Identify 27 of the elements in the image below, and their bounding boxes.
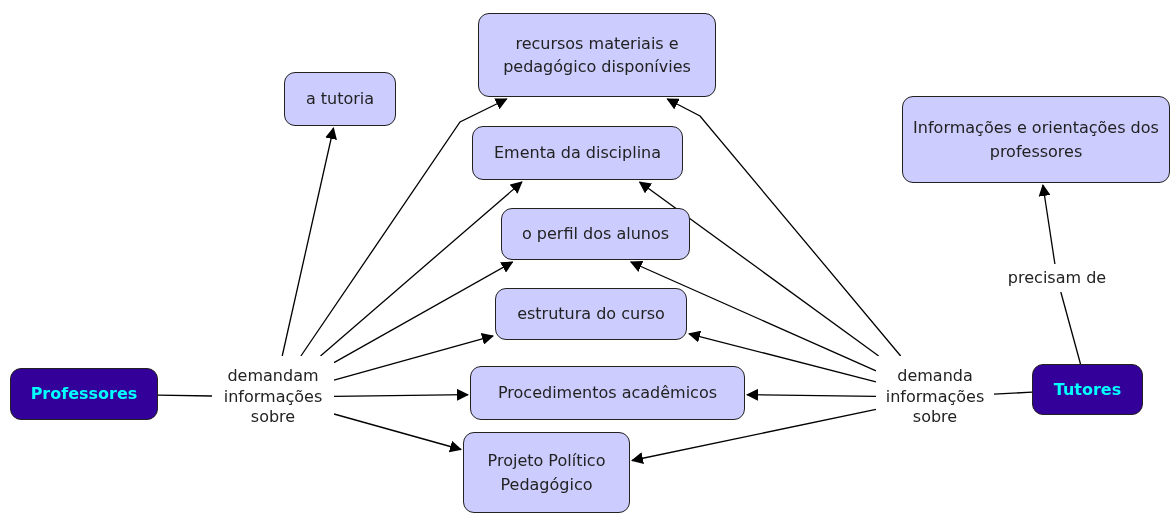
arrow [666,98,902,357]
arrow [319,181,523,357]
arrow [688,330,877,383]
concept-box: estrutura do curso [495,288,687,340]
connector-line [157,394,213,397]
arrow [333,388,469,401]
arrow [746,388,877,401]
arrow [1038,184,1056,265]
concept-box: a tutoria [284,72,396,126]
concept-box: Procedimentos acadêmicos [470,366,745,420]
connector-line [1060,291,1082,365]
arrow [281,127,337,357]
arrow [333,261,514,364]
concept-box: recursos materiais e pedagógico disponívies [478,13,716,97]
concept-box: Professores [10,368,158,420]
arrow [333,333,494,381]
connector-line [993,391,1033,395]
arrow [638,181,880,357]
concept-box: Informações e orientações dos professores [902,96,1170,183]
arrow [631,408,877,465]
arrow [629,261,877,372]
concept-box: Projeto Político Pedagógico [463,432,630,513]
arrow [333,413,462,453]
concept-box: o perfil dos alunos [501,208,690,260]
arrow [300,98,508,357]
concept-box: Ementa da disciplina [472,126,683,180]
concept-box: Tutores [1032,364,1143,415]
